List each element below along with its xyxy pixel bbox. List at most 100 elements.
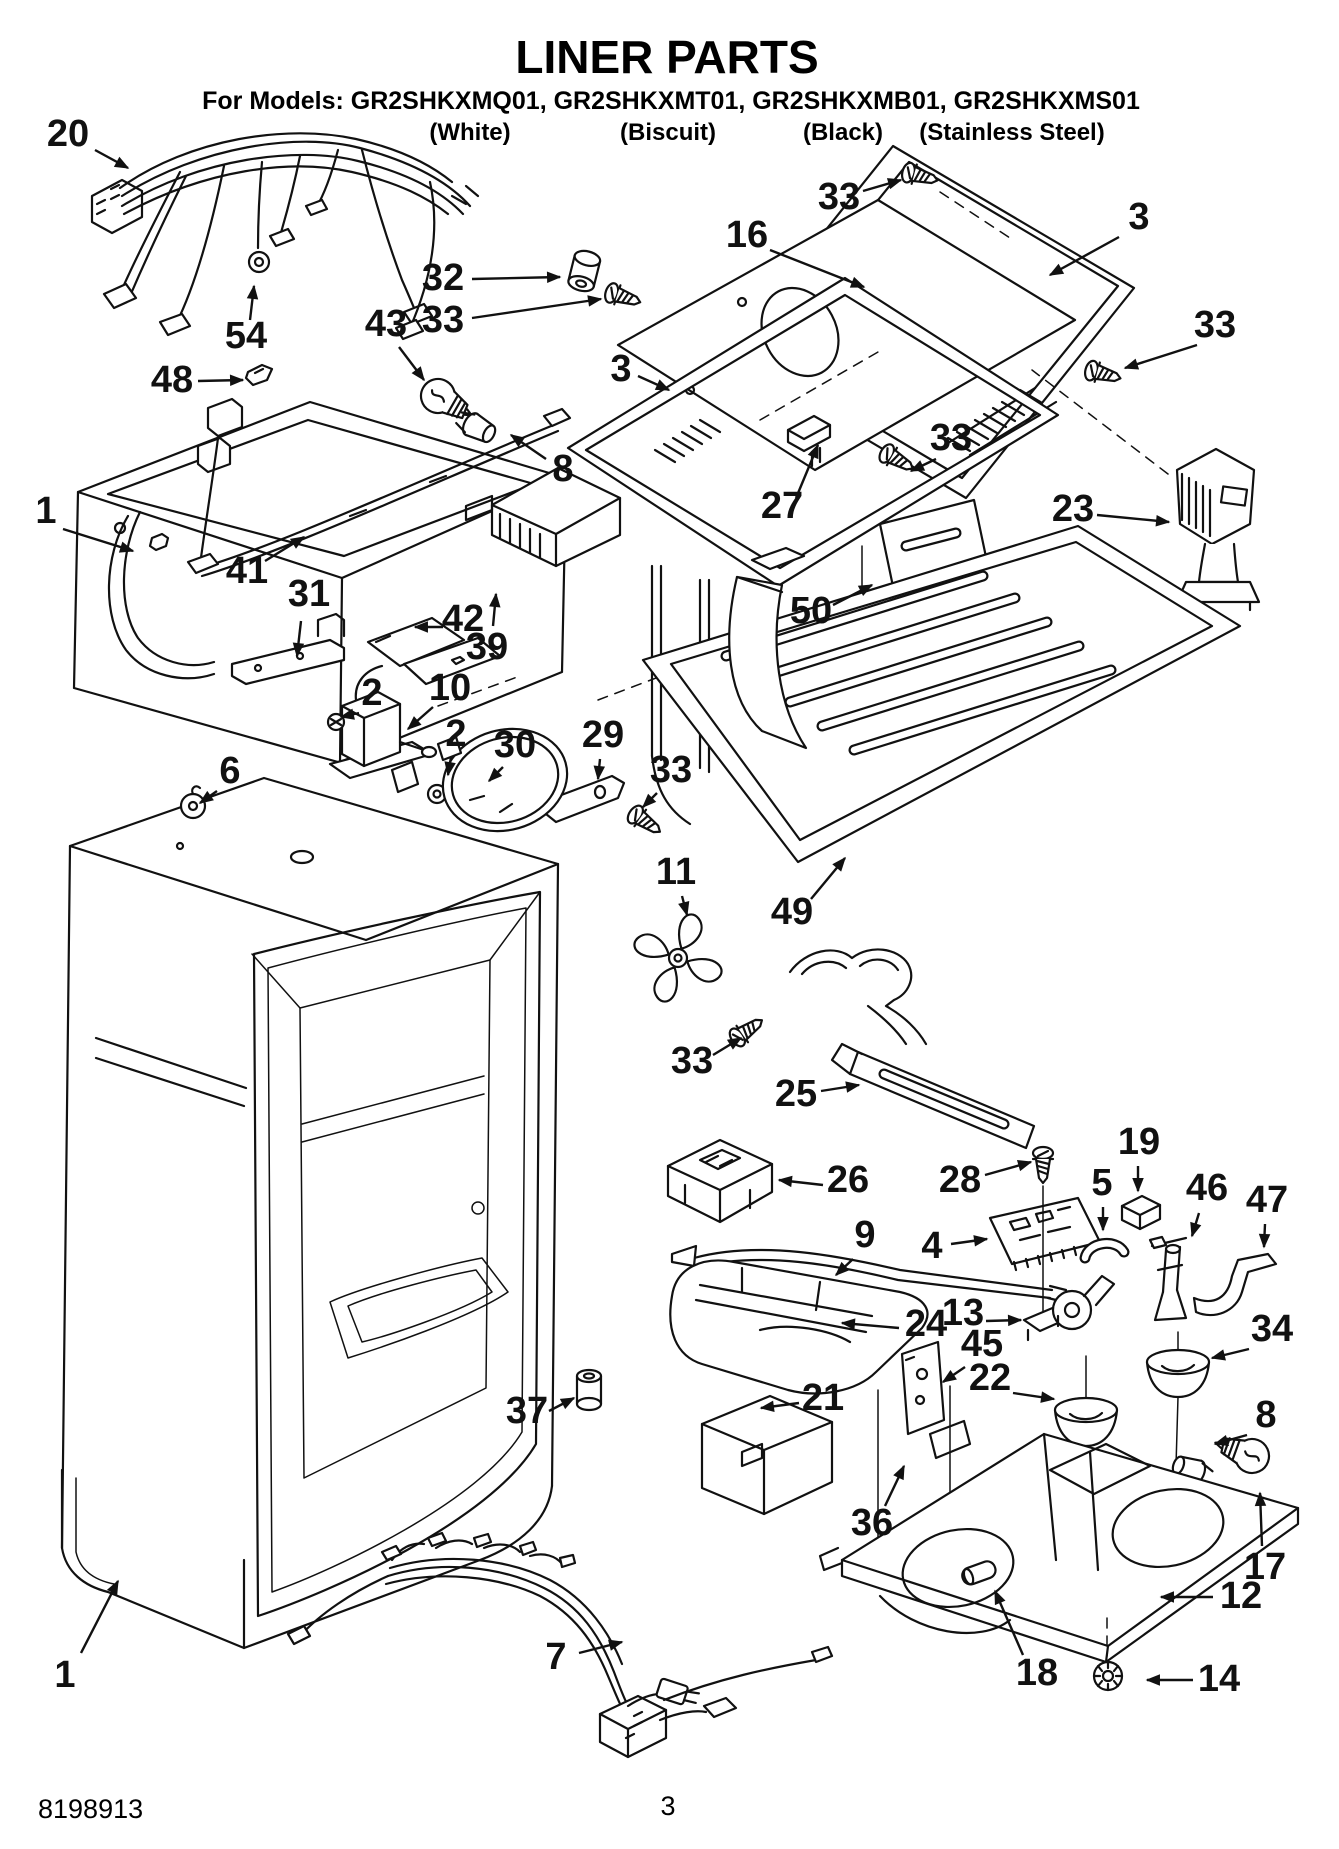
callout-1: 1 <box>54 1579 120 1696</box>
callout-13: 13 <box>942 1292 1023 1334</box>
screw-33-drawing <box>1081 358 1125 390</box>
callout-3: 3 <box>1048 196 1150 277</box>
callout-9: 9 <box>834 1214 876 1276</box>
callout-25: 25 <box>775 1073 861 1115</box>
callout-label: 2 <box>361 672 382 714</box>
callout-22: 22 <box>969 1357 1056 1403</box>
callout-50: 50 <box>790 583 874 632</box>
callout-arrow <box>993 1589 1025 1656</box>
model-color-stainless: (Stainless Steel) <box>919 119 1104 146</box>
callout-arrow <box>759 1400 800 1413</box>
callout-label: 8 <box>552 448 573 490</box>
callout-label: 4 <box>921 1225 942 1267</box>
callout-19: 19 <box>1118 1121 1160 1193</box>
control-board-4-drawing <box>988 1196 1102 1272</box>
callout-label: 9 <box>854 1214 875 1256</box>
callout-label: 39 <box>466 626 508 668</box>
wire-harness-20-drawing <box>90 132 480 341</box>
wire-harness-7-drawing <box>286 1531 834 1759</box>
callout-43: 43 <box>365 303 425 382</box>
duct-cover-21-drawing <box>700 1394 834 1516</box>
model-color-black: (Black) <box>803 119 883 146</box>
callout-arrow <box>398 346 425 382</box>
callout-23: 23 <box>1052 488 1171 530</box>
callout-arrow <box>339 708 360 720</box>
callout-7: 7 <box>545 1636 624 1678</box>
title-block: LINER PARTS For Models: GR2SHKXMQ01, GR2… <box>202 31 1140 146</box>
callout-label: 26 <box>827 1159 869 1201</box>
callout-arrow <box>1254 1491 1267 1547</box>
callout-label: 21 <box>802 1377 844 1419</box>
clip-48-drawing <box>244 363 274 387</box>
page-number: 3 <box>660 1791 675 1821</box>
callout-47: 47 <box>1246 1179 1288 1249</box>
callout-20: 20 <box>47 113 130 170</box>
callout-33: 33 <box>818 176 903 218</box>
grommet-37-drawing <box>575 1368 603 1412</box>
callout-arrow <box>984 1159 1033 1177</box>
callout-arrow <box>678 895 690 917</box>
tray-49-drawing <box>641 524 1242 864</box>
grommet-32-drawing <box>567 249 602 293</box>
callout-label: 33 <box>650 749 692 791</box>
fan-shroud-drawing <box>390 564 711 833</box>
callout-arrow <box>712 1036 743 1057</box>
callout-arrow <box>985 1314 1023 1327</box>
screw-33-drawing <box>601 280 645 313</box>
callout-42: 42 <box>413 598 484 640</box>
bracket-47-drawing <box>1192 1252 1278 1317</box>
callout-4: 4 <box>921 1225 989 1267</box>
callout-label: 42 <box>442 598 484 640</box>
callout-arrow <box>950 1235 989 1247</box>
callout-label: 54 <box>225 315 267 357</box>
callout-41: 41 <box>226 535 306 592</box>
callout-label: 19 <box>1118 1121 1160 1163</box>
back-panel-assembly-drawing <box>566 144 1169 588</box>
callout-label: 3 <box>610 348 631 390</box>
callout-label: 33 <box>671 1040 713 1082</box>
socket-8-drawing <box>455 411 497 444</box>
liner-cabinet-drawing <box>60 776 560 1650</box>
callout-arrow <box>79 1579 120 1654</box>
cup-22-drawing <box>1053 1396 1119 1448</box>
mylar-42-drawing <box>366 616 502 686</box>
callout-11: 11 <box>656 851 696 917</box>
callout-label: 6 <box>219 750 240 792</box>
callout-arrow <box>1096 513 1171 527</box>
callout-label: 17 <box>1244 1546 1286 1588</box>
callout-label: 3 <box>1128 196 1149 238</box>
bulb-43-drawing <box>419 377 473 420</box>
callout-label: 12 <box>1220 1575 1262 1617</box>
callout-label: 47 <box>1246 1179 1288 1221</box>
callout-48: 48 <box>151 359 245 401</box>
callout-arrow <box>794 443 820 499</box>
washer-14-drawing <box>1092 1660 1124 1692</box>
model-color-white: (White) <box>429 119 510 146</box>
callout-arrow <box>1190 1212 1202 1238</box>
callout-label: 29 <box>582 714 624 756</box>
callout-33: 33 <box>671 1036 743 1082</box>
callout-arrow <box>1210 1347 1250 1361</box>
callout-label: 25 <box>775 1073 817 1115</box>
callout-2: 2 <box>339 672 383 720</box>
callout-31: 31 <box>288 573 330 658</box>
callout-label: 36 <box>851 1502 893 1544</box>
callout-30: 30 <box>487 724 536 783</box>
callout-label: 37 <box>506 1390 548 1432</box>
callout-label: 45 <box>961 1323 1003 1365</box>
callout-label: 20 <box>47 113 89 155</box>
callout-36: 36 <box>851 1464 906 1544</box>
callout-arrow <box>197 374 245 387</box>
callout-arrow <box>810 856 846 900</box>
callout-label: 32 <box>422 257 464 299</box>
callout-arrow <box>1258 1223 1271 1249</box>
callout-8: 8 <box>1213 1394 1277 1447</box>
callout-1: 1 <box>35 490 135 553</box>
doc-number: 8198913 <box>38 1794 143 1824</box>
callout-26: 26 <box>777 1159 869 1201</box>
callout-label: 8 <box>1255 1394 1276 1436</box>
callout-arrow <box>444 756 456 777</box>
relay-19-drawing <box>1120 1194 1162 1231</box>
callout-label: 46 <box>1186 1167 1228 1209</box>
